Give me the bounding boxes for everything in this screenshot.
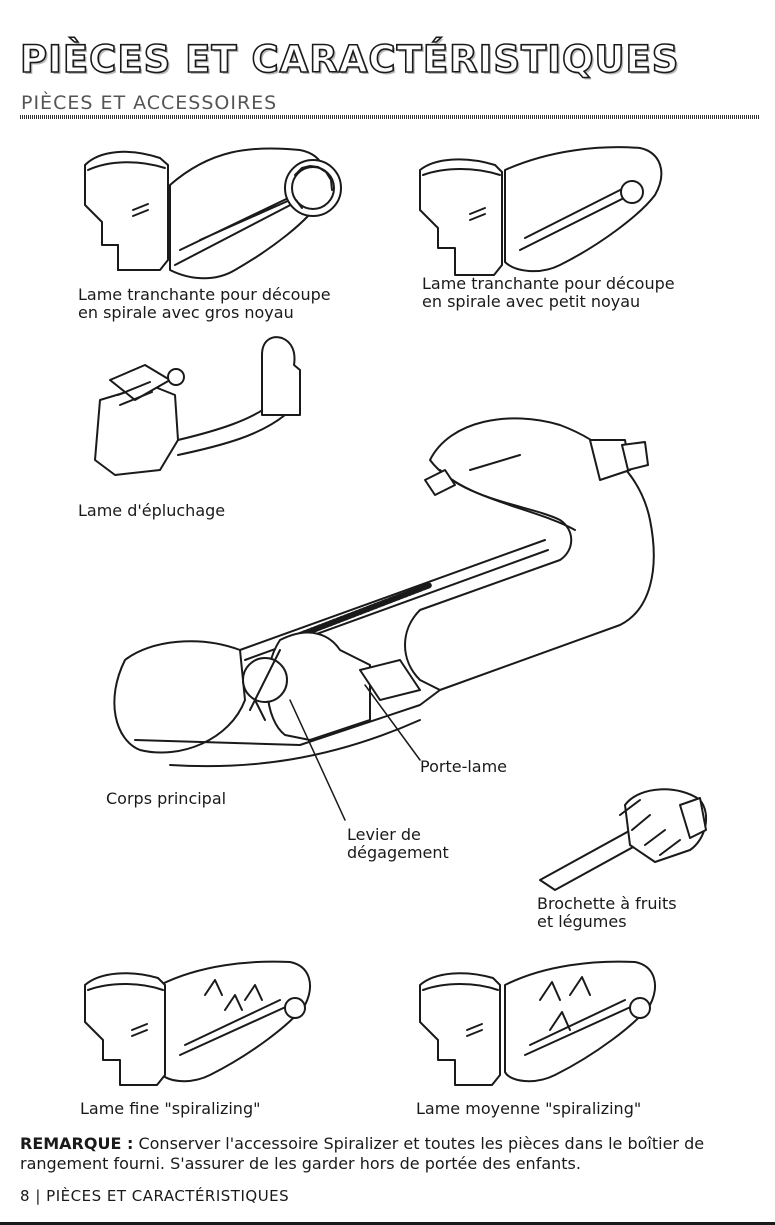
small-core-blade-illustration bbox=[419, 146, 663, 276]
label-main-body: Corps principal bbox=[106, 789, 227, 808]
label-large-core-blade: Lame tranchante pour découpe en spirale … bbox=[78, 285, 331, 322]
fine-blade-illustration bbox=[84, 960, 311, 1086]
large-core-blade-illustration bbox=[84, 147, 342, 280]
remark-text: Conserver l'accessoire Spiralizer et tou… bbox=[20, 1134, 705, 1173]
peeling-blade-illustration bbox=[94, 336, 301, 476]
label-release-lever: Levier de dégagement bbox=[347, 825, 449, 862]
section-subtitle: PIÈCES ET ACCESSOIRES bbox=[21, 92, 278, 114]
medium-blade-illustration bbox=[419, 960, 656, 1086]
page-footer: 8 | PIÈCES ET CARACTÉRISTIQUES bbox=[20, 1187, 289, 1205]
page-number: 8 bbox=[20, 1187, 31, 1205]
spiralizer-main-body-illustration bbox=[113, 417, 655, 821]
label-fine-blade: Lame fine "spiralizing" bbox=[80, 1099, 261, 1118]
label-blade-holder: Porte-lame bbox=[420, 757, 508, 776]
bottom-border bbox=[0, 1222, 775, 1225]
remark-label: REMARQUE : bbox=[20, 1134, 134, 1153]
label-skewer: Brochette à fruits et légumes bbox=[537, 894, 677, 931]
page-title: PIÈCES ET CARACTÉRISTIQUES bbox=[19, 37, 680, 82]
skewer-illustration bbox=[539, 788, 708, 891]
label-medium-blade: Lame moyenne "spiralizing" bbox=[416, 1099, 642, 1118]
label-small-core-blade: Lame tranchante pour découpe en spirale … bbox=[422, 274, 675, 311]
remark-note: REMARQUE : Conserver l'accessoire Spiral… bbox=[20, 1134, 760, 1174]
footer-separator: | bbox=[35, 1187, 41, 1205]
label-peeling-blade: Lame d'épluchage bbox=[78, 501, 226, 520]
footer-section: PIÈCES ET CARACTÉRISTIQUES bbox=[46, 1187, 290, 1205]
dotted-divider bbox=[20, 115, 760, 119]
